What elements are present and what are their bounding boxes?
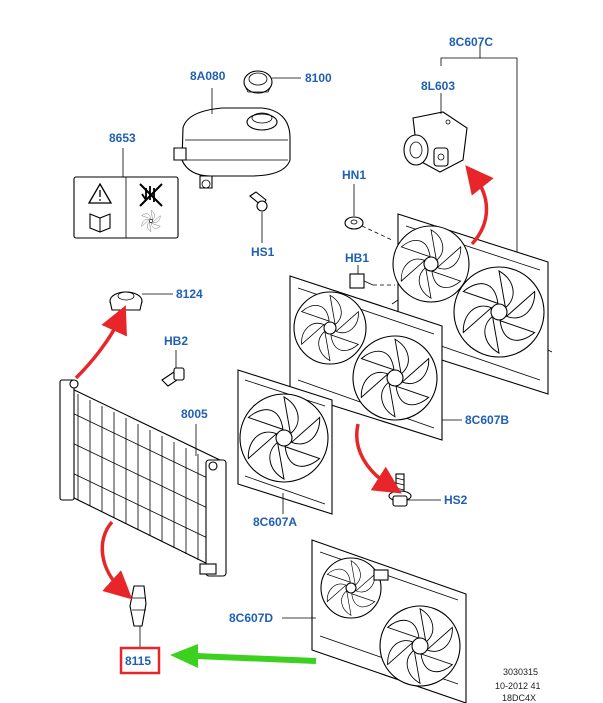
reservoir-cap-8100 (243, 70, 273, 94)
label-hb2: HB2 (164, 334, 188, 348)
red-arrow-8115 (100, 520, 133, 600)
fan-shroud-8c607d (311, 539, 467, 703)
leader-8c607c (440, 44, 481, 66)
label-8005: 8005 (181, 407, 208, 421)
no-hand-icon (139, 183, 163, 207)
label-hs2: HS2 (444, 493, 468, 507)
green-arrow (170, 644, 317, 668)
label-8115: 8115 (125, 654, 151, 668)
fan-icon (141, 210, 161, 232)
nut-hn1 (344, 216, 364, 230)
label-8l603: 8L603 (421, 79, 455, 93)
coolant-expansion-tank-8a080 (173, 107, 291, 189)
label-8c607b: 8C607B (465, 413, 509, 427)
label-8100: 8100 (305, 71, 332, 85)
label-hn1: HN1 (342, 168, 366, 182)
label-8124: 8124 (176, 287, 203, 301)
red-arrow-8l603 (465, 165, 494, 246)
footer-code: 3030315 (503, 667, 538, 677)
warning-triangle-icon (87, 182, 113, 204)
highlight-box-8115 (119, 646, 161, 675)
label-8653: 8653 (109, 131, 136, 145)
bolt-hb2 (161, 367, 185, 387)
label-8c607d: 8C607D (229, 611, 273, 625)
red-arrow-hs2 (355, 423, 402, 494)
footer-model: 18DC4X (502, 693, 536, 703)
bolt-hs2 (388, 473, 412, 507)
drain-plug-8115 (129, 585, 147, 627)
warning-label-8653 (73, 176, 179, 239)
clip-hb1 (349, 273, 374, 289)
red-arrow-8124 (74, 305, 127, 380)
bolt-hs1 (249, 191, 268, 212)
label-hb1: HB1 (345, 251, 369, 265)
label-8c607a: 8C607A (253, 515, 297, 529)
radiator-8005 (59, 379, 227, 577)
footer-date: 10-2012 41 (495, 681, 541, 691)
fan-shroud-8c607a (237, 369, 333, 515)
label-hs1: HS1 (251, 245, 275, 259)
bushing-8124 (109, 291, 143, 311)
label-8a080: 8A080 (190, 69, 226, 83)
fan-motor-8l603 (403, 111, 468, 173)
manual-book-icon (89, 213, 111, 233)
label-8c607c: 8C607C (449, 35, 493, 49)
